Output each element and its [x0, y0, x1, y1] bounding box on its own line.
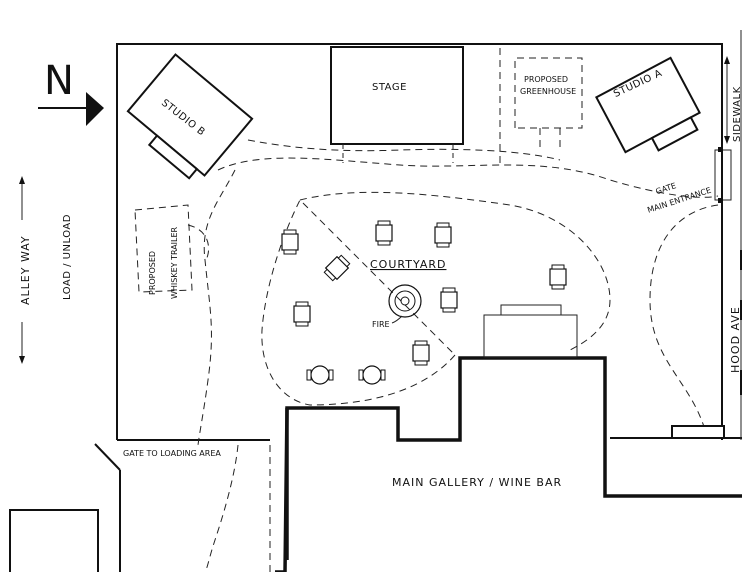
fire-pit-icon	[388, 284, 422, 324]
stage-building	[330, 46, 464, 163]
table-with-chairs	[323, 254, 351, 282]
trailer-label-1: PROPOSED	[148, 251, 157, 295]
courtyard-path	[217, 139, 719, 431]
studio-b-building	[126, 53, 254, 180]
table-with-chairs	[281, 229, 299, 255]
table-with-chairs	[412, 340, 430, 366]
hood-ave-label: HOOD AVE	[729, 306, 742, 373]
fire-label: FIRE	[372, 320, 390, 329]
north-arrow-icon: N	[38, 58, 104, 126]
alley-arrows-icon	[19, 176, 25, 364]
gate-main-label-1: GATE	[655, 181, 678, 196]
sidewalk-label: SIDEWALK	[732, 86, 743, 142]
greenhouse	[499, 48, 583, 163]
table-with-chairs	[434, 222, 452, 248]
courtyard-label: COURTYARD	[370, 258, 446, 271]
gate-loading-label: GATE TO LOADING AREA	[123, 449, 221, 458]
round-table-with-chairs	[306, 365, 334, 385]
table-with-chairs	[375, 220, 393, 246]
stage-label: STAGE	[372, 82, 407, 93]
greenhouse-label-1: PROPOSED	[524, 75, 568, 84]
round-table-with-chairs	[358, 365, 386, 385]
trailer-label-2: WHISKEY TRAILER	[170, 226, 179, 299]
main-gallery-label: MAIN GALLERY / WINE BAR	[392, 476, 562, 489]
tables-layer	[281, 220, 567, 385]
studio-a-building	[595, 56, 701, 154]
table-with-chairs	[293, 301, 311, 327]
load-unload-label: LOAD / UNLOAD	[62, 214, 73, 300]
table-with-chairs	[549, 264, 567, 290]
side-gate	[671, 425, 725, 439]
bar-counter	[483, 304, 578, 358]
loading-gate	[9, 443, 121, 572]
alley-way-label: ALLEY WAY	[19, 235, 32, 305]
main-gallery-walls	[275, 356, 742, 572]
table-with-chairs	[440, 287, 458, 313]
north-letter: N	[44, 58, 74, 104]
main-entrance-gate	[714, 147, 732, 203]
greenhouse-label-2: GREENHOUSE	[520, 87, 576, 96]
whiskey-trailer	[134, 204, 209, 293]
